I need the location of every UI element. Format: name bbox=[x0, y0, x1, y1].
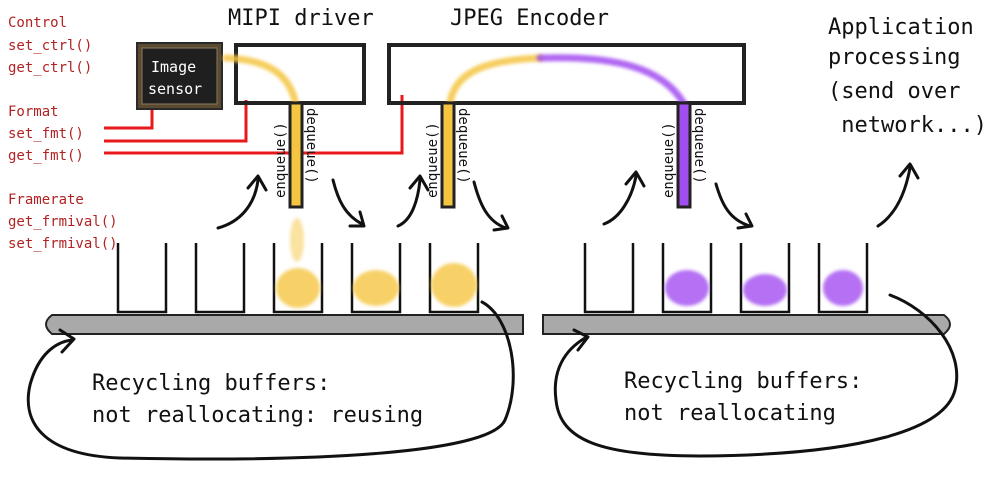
down-arrow-icon bbox=[331, 178, 366, 228]
right-caption-line-2: not reallocating bbox=[624, 401, 836, 426]
jpeg-frame-data bbox=[743, 274, 787, 306]
up-arrow-icon bbox=[876, 162, 920, 228]
jpeg-frame-data bbox=[665, 270, 709, 306]
yuv-stream bbox=[222, 54, 544, 109]
buffer-cup bbox=[661, 243, 713, 314]
buffer-cup bbox=[272, 243, 324, 314]
get-ctrl-label: get_ctrl() bbox=[8, 60, 92, 76]
left-buffers bbox=[116, 243, 480, 314]
yuv-frame-data bbox=[431, 263, 477, 307]
left-caption: Recycling buffers: not reallocating: reu… bbox=[92, 371, 423, 428]
control-group: Control set_ctrl() get_ctrl() bbox=[8, 15, 92, 76]
set-fmt-encoder-wire bbox=[104, 95, 404, 155]
mipi-driver-box bbox=[234, 43, 366, 105]
jpeg-stream bbox=[536, 54, 688, 108]
up-arrow-icon bbox=[602, 170, 646, 226]
buffer-cup bbox=[428, 243, 480, 314]
format-heading: Format bbox=[8, 104, 59, 120]
mipi-driver-title: MIPI driver bbox=[228, 6, 374, 31]
application-line-4: network...) bbox=[828, 113, 987, 138]
buffer-cup bbox=[350, 243, 402, 314]
application-line-2: processing bbox=[828, 45, 960, 70]
queue-labels: enqueue() dequeue() enqueue() dequeue() … bbox=[273, 108, 707, 198]
sensor-label-1: Image bbox=[151, 58, 196, 76]
application-title: Application processing (send over networ… bbox=[828, 15, 987, 138]
jpeg-in-enqueue-label: enqueue() bbox=[425, 122, 441, 198]
get-fmt-wire bbox=[104, 100, 248, 143]
jpeg-out-dequeue-label: dequeue() bbox=[691, 108, 707, 184]
down-arrow-icon bbox=[472, 180, 510, 232]
right-buffers bbox=[583, 243, 869, 314]
control-wires bbox=[104, 95, 404, 155]
up-arrow-icon bbox=[216, 174, 268, 230]
buffer-cup bbox=[739, 243, 791, 314]
queue-tubes bbox=[288, 101, 692, 209]
buffer-cup bbox=[817, 243, 869, 314]
left-caption-line-1: Recycling buffers: bbox=[92, 371, 330, 396]
application-line-1: Application bbox=[828, 15, 974, 40]
framerate-heading: Framerate bbox=[8, 192, 84, 208]
control-heading: Control bbox=[8, 15, 67, 31]
up-arrow-icon bbox=[396, 174, 430, 228]
set-fmt-label: set_fmt() bbox=[8, 126, 84, 142]
mipi-enqueue-label: enqueue() bbox=[273, 122, 289, 198]
right-recycle-loop bbox=[553, 293, 959, 458]
jpeg-output-tube bbox=[676, 101, 692, 209]
mipi-dequeue-label: dequeue() bbox=[303, 108, 319, 184]
conveyor-belts bbox=[45, 314, 951, 335]
set-ctrl-label: set_ctrl() bbox=[8, 38, 92, 54]
right-caption: Recycling buffers: not reallocating bbox=[624, 369, 862, 426]
buffer-contents bbox=[276, 218, 863, 308]
yuv-frame-data bbox=[276, 268, 320, 308]
yuv-falling-data bbox=[290, 218, 304, 262]
left-recycle-loop bbox=[26, 300, 515, 461]
jpeg-in-dequeue-label: dequeue() bbox=[455, 108, 471, 184]
right-caption-line-1: Recycling buffers: bbox=[624, 369, 862, 394]
jpeg-encoder-box bbox=[387, 43, 746, 105]
set-fmt-wire bbox=[104, 108, 154, 130]
left-conveyor bbox=[45, 314, 524, 335]
jpeg-frame-data bbox=[823, 270, 863, 306]
buffer-cup bbox=[194, 243, 246, 314]
buffer-cup bbox=[583, 243, 635, 314]
get-fmt-label: get_fmt() bbox=[8, 148, 84, 164]
down-arrow-icon bbox=[714, 182, 754, 230]
left-caption-line-2: not reallocating: reusing bbox=[92, 403, 423, 428]
jpeg-encoder-title: JPEG Encoder bbox=[450, 6, 609, 31]
mipi-queue-tube bbox=[288, 101, 304, 209]
set-frmival-label: set_frmival() bbox=[8, 236, 118, 252]
transfer-arrows bbox=[216, 162, 920, 232]
sensor-label-2: sensor bbox=[148, 80, 202, 98]
recycling-loops bbox=[26, 293, 959, 461]
right-conveyor bbox=[542, 314, 951, 335]
framerate-group: Framerate get_frmival() set_frmival() bbox=[8, 192, 118, 252]
buffer-cup bbox=[116, 243, 168, 314]
jpeg-out-enqueue-label: enqueue() bbox=[661, 122, 677, 198]
jpeg-input-tube bbox=[440, 101, 456, 209]
yuv-frame-data bbox=[353, 270, 399, 306]
application-line-3: (send over bbox=[828, 79, 960, 104]
image-sensor: Image sensor bbox=[136, 42, 223, 110]
format-group: Format set_fmt() get_fmt() bbox=[8, 104, 84, 164]
get-frmival-label: get_frmival() bbox=[8, 214, 118, 230]
